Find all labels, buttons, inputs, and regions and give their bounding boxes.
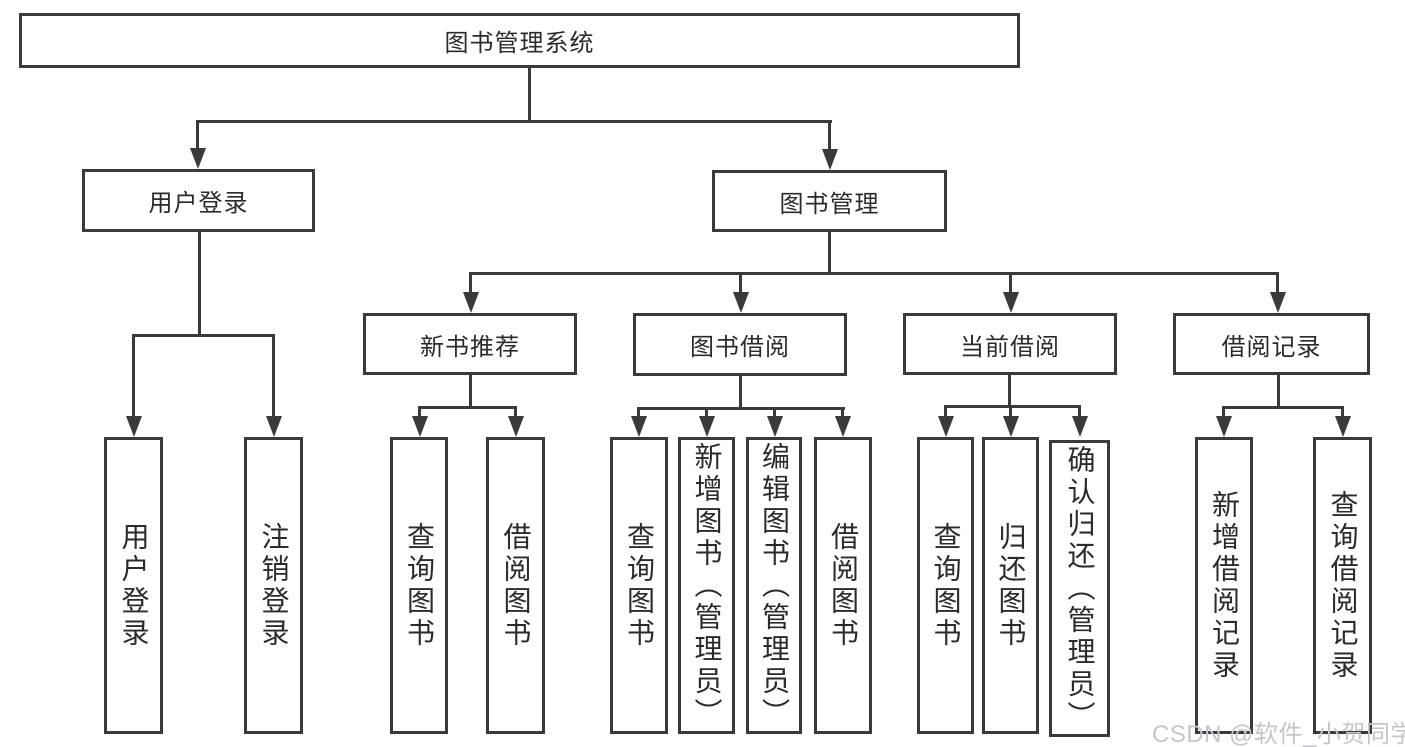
leaf-bb-edit-books-admin: 编辑图书（管理员） — [746, 437, 802, 734]
node-label: 借阅图书 — [828, 521, 859, 650]
arrow-to-nb-borrow-books — [507, 406, 524, 437]
leaf-logout: 注销登录 — [244, 437, 303, 734]
node-label: 图书借阅 — [690, 334, 790, 361]
connector-borrowing-records-stem — [1277, 375, 1280, 406]
node-label: 归还图书 — [995, 521, 1027, 650]
node-book-borrowing: 图书借阅 — [633, 313, 847, 376]
connector-level1-rail — [196, 120, 832, 123]
arrow-to-bb-edit-books — [766, 407, 783, 437]
node-current-borrowing: 当前借阅 — [903, 313, 1117, 375]
node-label: 用户登录 — [148, 190, 249, 217]
leaf-cb-confirm-return-admin: 确认归还（管理员） — [1049, 440, 1110, 737]
arrow-to-br-query-record — [1334, 406, 1351, 437]
node-label: 查询图书 — [404, 521, 435, 650]
node-label: 图书管理系统 — [444, 30, 595, 57]
leaf-br-query-borrow-record: 查询借阅记录 — [1313, 437, 1372, 734]
arrow-to-br-add-record — [1215, 406, 1232, 437]
node-label: 新增借阅记录 — [1209, 489, 1240, 682]
node-label: 用户登录 — [118, 521, 150, 650]
connector-borrowing-records-rail — [1223, 406, 1344, 409]
connector-current-borrowing-stem — [1008, 375, 1011, 405]
arrow-to-leaf-user-login — [125, 334, 142, 437]
leaf-bb-borrow-books: 借阅图书 — [814, 437, 872, 734]
leaf-cb-query-books: 查询图书 — [917, 437, 974, 734]
node-label: 借阅图书 — [500, 521, 532, 650]
node-new-book-recommendation: 新书推荐 — [363, 313, 577, 375]
node-root-library-management-system: 图书管理系统 — [19, 13, 1020, 68]
leaf-bb-add-books-admin: 新增图书（管理员） — [678, 437, 735, 734]
node-label: 注销登录 — [258, 521, 290, 650]
arrow-to-cb-confirm-return — [1071, 405, 1088, 437]
node-label: 查询借阅记录 — [1327, 489, 1359, 682]
node-label: 新书推荐 — [420, 333, 520, 361]
node-label: 当前借阅 — [960, 333, 1060, 361]
arrow-to-user-login — [189, 120, 206, 169]
arrow-to-borrowing-records — [1269, 272, 1286, 313]
arrow-to-book-management — [821, 120, 838, 170]
node-label: 借阅记录 — [1221, 333, 1322, 361]
leaf-br-add-borrow-record: 新增借阅记录 — [1195, 437, 1253, 734]
arrow-to-bb-add-books — [698, 407, 715, 437]
arrow-to-new-book-recommendation — [462, 272, 479, 313]
leaf-bb-query-books: 查询图书 — [610, 437, 668, 734]
arrow-to-bb-borrow-books — [834, 407, 851, 437]
arrow-to-leaf-logout — [265, 334, 282, 437]
node-label: 查询图书 — [930, 521, 962, 650]
node-label: 图书管理 — [779, 190, 880, 218]
csdn-watermark: CSDN @软件_小贺同学 — [1152, 721, 1405, 747]
arrow-to-cb-query-books — [937, 405, 954, 437]
arrow-to-cb-return-books — [1002, 405, 1019, 437]
connector-user-login-stem — [198, 232, 201, 334]
arrow-to-nb-query-books — [411, 406, 428, 437]
connector-current-borrowing-rail — [944, 405, 1081, 408]
node-label: 编辑图书（管理员） — [759, 441, 790, 730]
leaf-nb-borrow-books: 借阅图书 — [486, 437, 545, 734]
connector-new-book-rail — [418, 406, 517, 409]
connector-root-stem — [528, 68, 531, 121]
leaf-nb-query-books: 查询图书 — [390, 437, 448, 734]
node-book-management: 图书管理 — [712, 170, 947, 232]
leaf-user-login: 用户登录 — [104, 437, 163, 734]
node-label: 查询图书 — [624, 521, 655, 650]
connector-book-management-stem — [828, 232, 831, 272]
connector-level2-rail — [470, 272, 1278, 275]
leaf-cb-return-books: 归还图书 — [982, 437, 1039, 734]
connector-new-book-stem — [469, 375, 472, 406]
node-borrowing-records: 借阅记录 — [1173, 313, 1370, 375]
node-user-login: 用户登录 — [82, 169, 315, 232]
connector-user-login-rail — [132, 334, 275, 337]
arrow-to-bb-query-books — [630, 407, 647, 437]
connector-book-borrowing-rail — [638, 407, 845, 410]
node-label: 新增图书（管理员） — [691, 441, 723, 730]
node-label: 确认归还（管理员） — [1064, 444, 1096, 733]
connector-book-borrowing-stem — [739, 376, 742, 407]
arrow-to-current-borrowing — [1002, 272, 1019, 313]
arrow-to-book-borrowing — [732, 272, 749, 313]
